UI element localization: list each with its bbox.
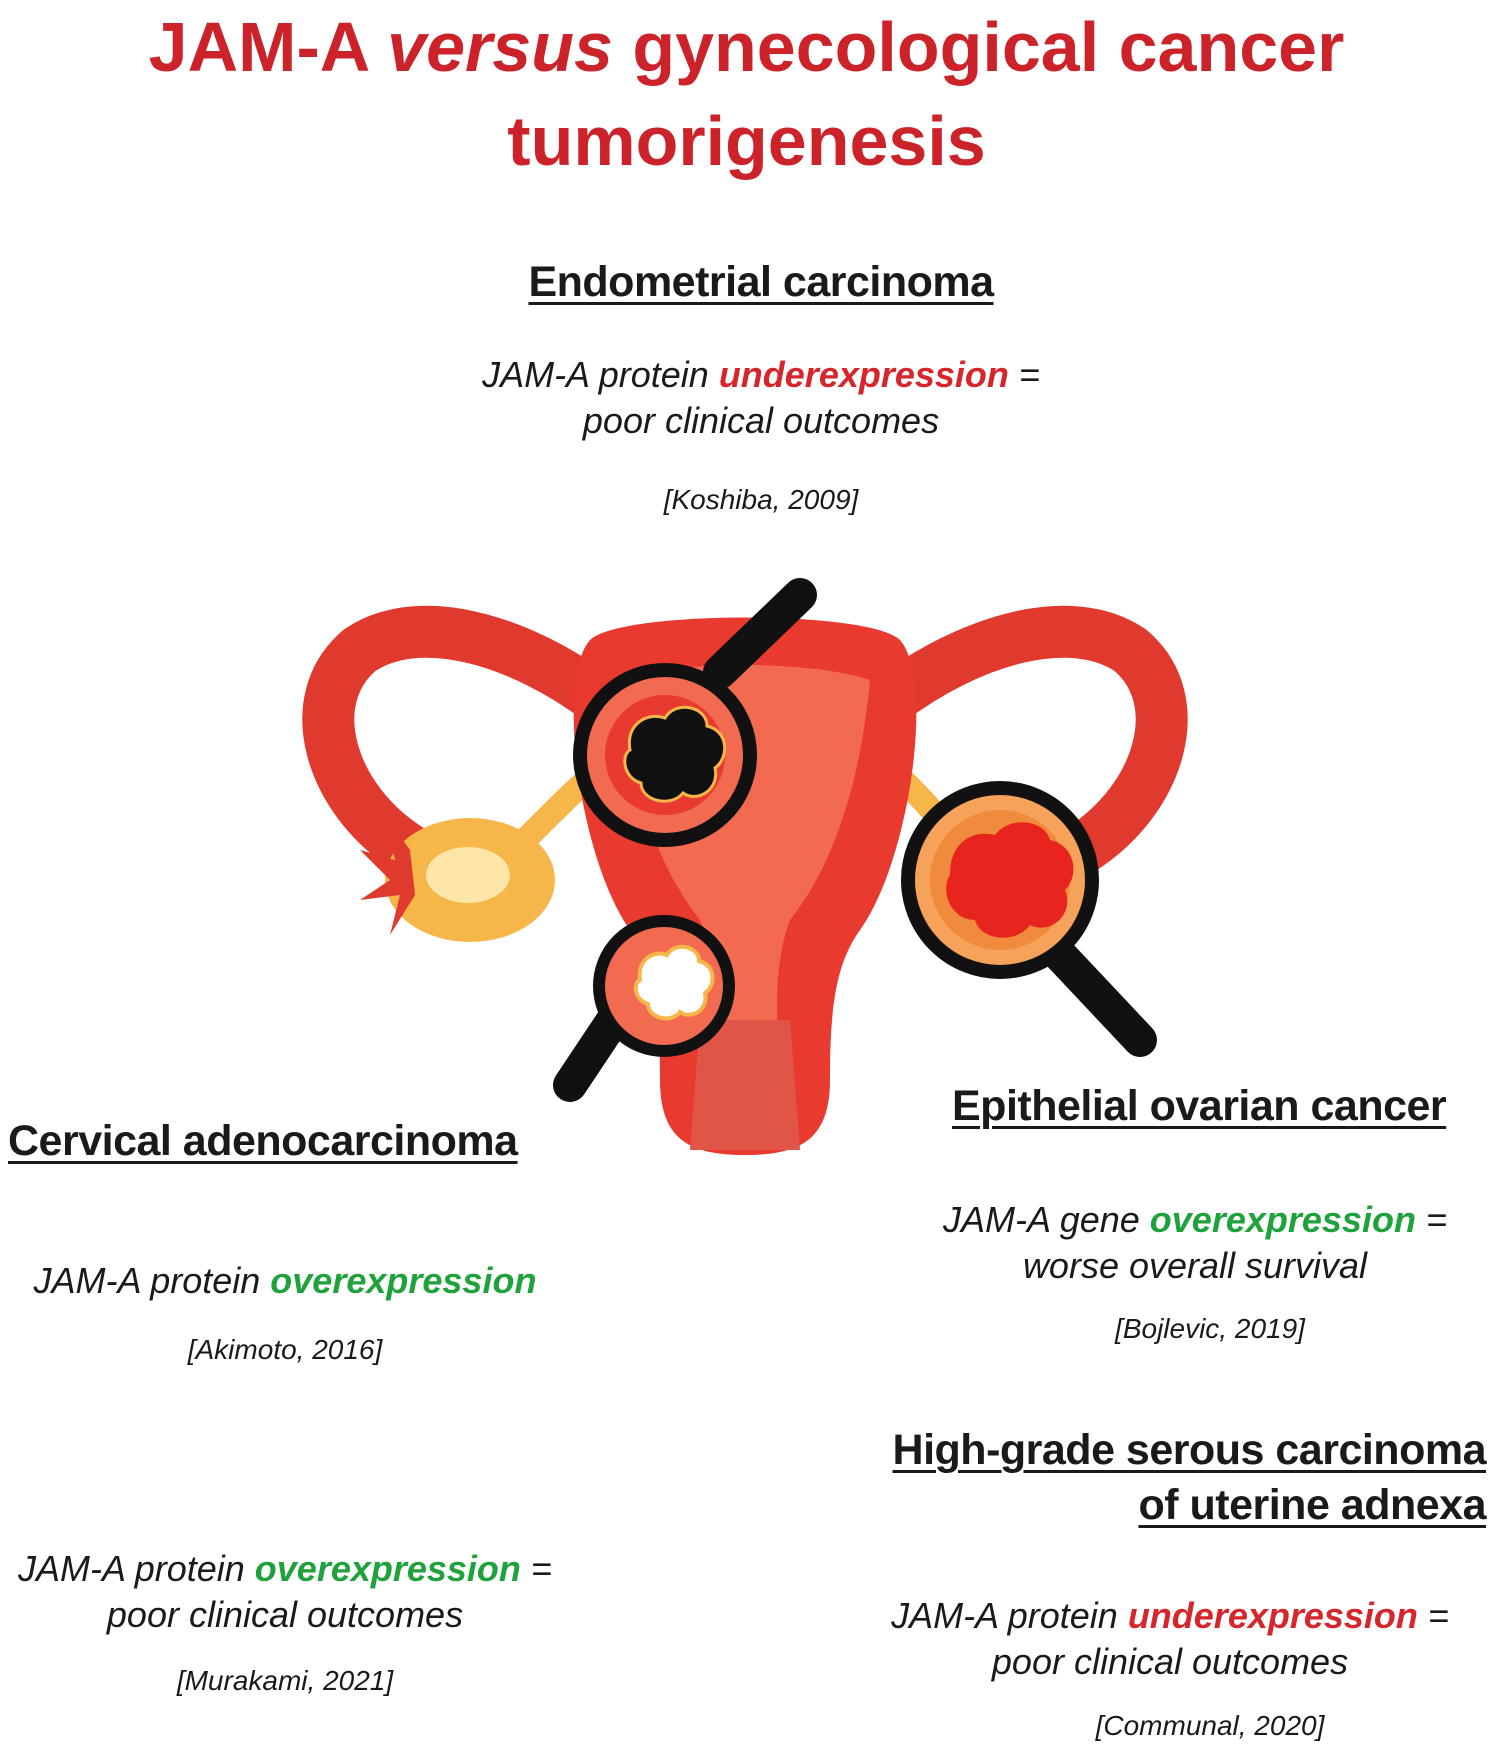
- endometrial-heading: Endometrial carcinoma: [528, 258, 994, 306]
- cervical-heading: Cervical adenocarcinoma: [8, 1117, 518, 1165]
- hgsc-statement: JAM-A protein underexpression = poor cli…: [891, 1595, 1449, 1682]
- cervical-statement-1: JAM-A protein overexpression: [33, 1260, 537, 1301]
- ovarian-statement: JAM-A gene overexpression = worse overal…: [943, 1199, 1447, 1286]
- hgsc-heading-line2: of uterine adnexa: [1138, 1481, 1486, 1529]
- page-title: JAM-A versus gynecological cancer tumori…: [148, 8, 1345, 180]
- endometrial-statement: JAM-A protein underexpression = poor cli…: [482, 354, 1040, 441]
- cervical-ref-1: [Akimoto, 2016]: [187, 1334, 383, 1365]
- hgsc-heading-line1: High-grade serous carcinoma: [892, 1426, 1487, 1474]
- ovarian-heading: Epithelial ovarian cancer: [952, 1082, 1447, 1130]
- ovarian-ref: [Bojlevic, 2019]: [1115, 1313, 1305, 1344]
- magnifier-icon: [573, 578, 817, 847]
- endometrial-ref: [Koshiba, 2009]: [663, 484, 859, 515]
- cervical-statement-2: JAM-A protein overexpression = poor clin…: [18, 1548, 552, 1635]
- magnifier-icon: [553, 915, 735, 1102]
- hgsc-ref: [Communal, 2020]: [1095, 1710, 1325, 1741]
- magnifier-icon: [901, 781, 1157, 1057]
- cervical-ref-2: [Murakami, 2021]: [176, 1665, 394, 1696]
